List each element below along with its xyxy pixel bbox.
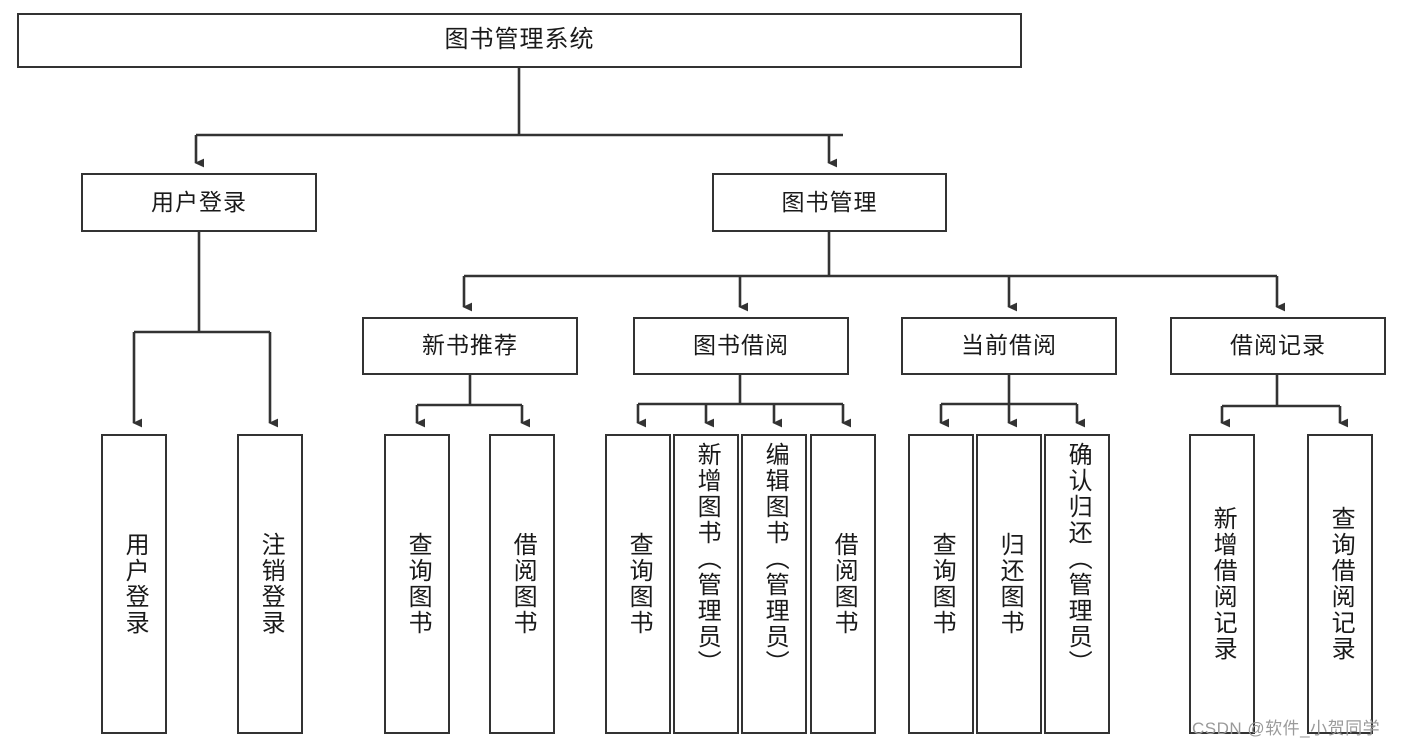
leaf-query-book-current-label: 查询图书 (928, 532, 956, 636)
node-user-login[interactable]: 用户登录 (81, 173, 317, 232)
leaf-query-book-borrow-label: 查询图书 (625, 532, 653, 636)
node-root-system[interactable]: 图书管理系统 (17, 13, 1022, 68)
node-book-management[interactable]: 图书管理 (712, 173, 947, 232)
leaf-confirm-return-admin[interactable]: 确认归还（管理员） (1044, 434, 1110, 734)
node-book-borrow[interactable]: 图书借阅 (633, 317, 849, 375)
leaf-add-book-admin[interactable]: 新增图书（管理员） (673, 434, 739, 734)
watermark-text: CSDN @软件_小贺同学 (1192, 719, 1381, 738)
node-current-borrow[interactable]: 当前借阅 (901, 317, 1117, 375)
leaf-logout-label: 注销登录 (257, 532, 285, 636)
leaf-query-book-borrow[interactable]: 查询图书 (605, 434, 671, 734)
leaf-query-book-recommend-label: 查询图书 (404, 532, 432, 636)
node-borrow-records[interactable]: 借阅记录 (1170, 317, 1386, 375)
node-root-label: 图书管理系统 (444, 26, 595, 54)
leaf-add-book-admin-label: 新增图书（管理员） (693, 442, 721, 676)
node-new-book-recommend-label: 新书推荐 (422, 332, 518, 359)
leaf-add-borrow-record-label: 新增借阅记录 (1209, 506, 1237, 662)
node-borrow-records-label: 借阅记录 (1230, 332, 1326, 359)
node-book-management-label: 图书管理 (781, 188, 878, 215)
leaf-edit-book-admin[interactable]: 编辑图书（管理员） (741, 434, 807, 734)
leaf-query-book-current[interactable]: 查询图书 (908, 434, 974, 734)
node-book-borrow-label: 图书借阅 (693, 332, 789, 359)
leaf-return-book[interactable]: 归还图书 (976, 434, 1042, 734)
leaf-return-book-label: 归还图书 (996, 532, 1024, 636)
node-new-book-recommend[interactable]: 新书推荐 (362, 317, 578, 375)
leaf-logout[interactable]: 注销登录 (237, 434, 303, 734)
node-current-borrow-label: 当前借阅 (961, 332, 1057, 359)
leaf-query-borrow-record[interactable]: 查询借阅记录 (1307, 434, 1373, 734)
leaf-query-borrow-record-label: 查询借阅记录 (1327, 506, 1355, 662)
leaf-confirm-return-admin-label: 确认归还（管理员） (1064, 442, 1092, 676)
leaf-borrow-book-recommend-label: 借阅图书 (509, 532, 537, 636)
leaf-user-login-label: 用户登录 (121, 532, 149, 636)
leaf-borrow-book-label: 借阅图书 (830, 532, 858, 636)
leaf-borrow-book[interactable]: 借阅图书 (810, 434, 876, 734)
leaf-query-book-recommend[interactable]: 查询图书 (384, 434, 450, 734)
leaf-edit-book-admin-label: 编辑图书（管理员） (761, 442, 789, 676)
node-user-login-label: 用户登录 (151, 188, 247, 215)
leaf-borrow-book-recommend[interactable]: 借阅图书 (489, 434, 555, 734)
leaf-add-borrow-record[interactable]: 新增借阅记录 (1189, 434, 1255, 734)
leaf-user-login[interactable]: 用户登录 (101, 434, 167, 734)
